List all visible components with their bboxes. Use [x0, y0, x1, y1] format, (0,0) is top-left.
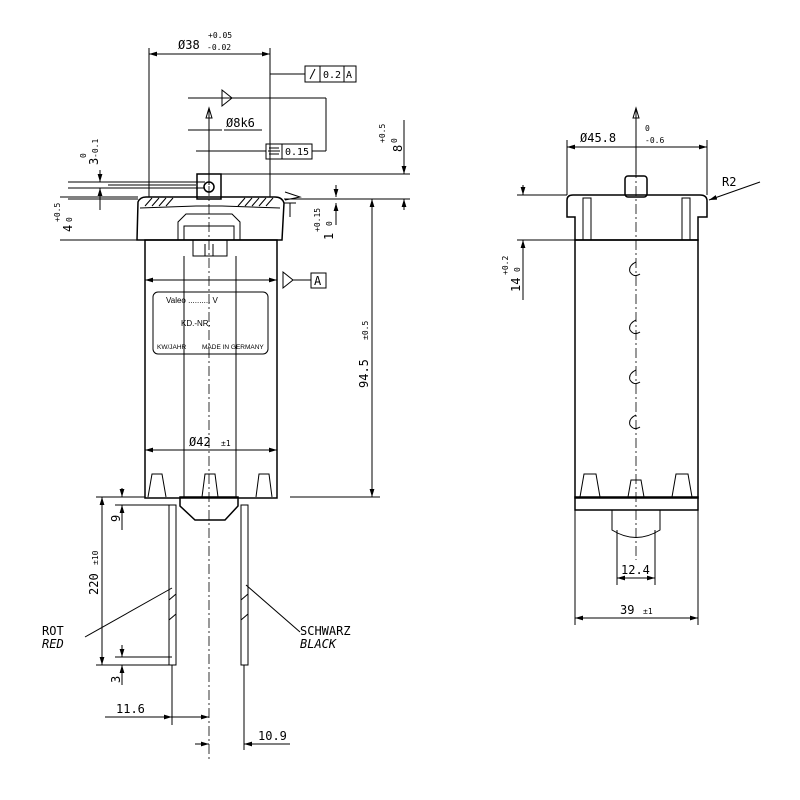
dim-shaft-fit: Ø8k6 [226, 116, 255, 130]
dim-4-main: 4 [61, 225, 75, 232]
wire-black-label-de: SCHWARZ [300, 624, 351, 638]
dim-4-lower: 0 [65, 217, 74, 222]
motor-cap [136, 196, 285, 241]
front-cap [566, 194, 708, 241]
dim-8-main: 8 [391, 145, 405, 152]
dim-dia38-lower: -0.02 [207, 43, 231, 52]
wire-red [168, 504, 177, 666]
dim-3-main: 3 [87, 158, 101, 165]
nameplate-line1: Valeo .......... V [166, 296, 219, 305]
dim-3b: 3 [109, 676, 123, 683]
runout-datum: A [346, 70, 352, 81]
dim-1-lower: 0 [325, 221, 334, 226]
dim-12-4: 12.4 [621, 563, 650, 577]
dim-11-6: 11.6 [116, 702, 145, 716]
runout-icon [309, 68, 316, 80]
motor-side-view: Valeo .......... V KD.-NR. KW/JAHR MADE … [42, 31, 410, 760]
wire-red-label-de: ROT [42, 624, 64, 638]
front-connector [611, 510, 661, 538]
nameplate-line2: KD.-NR. [181, 319, 211, 328]
dim-4-upper: +0.5 [53, 203, 62, 222]
dim-9: 9 [109, 515, 123, 522]
connector [179, 496, 239, 521]
dim-width-tol: ±1 [643, 607, 653, 616]
dim-radius: R2 [722, 175, 736, 189]
dim-14-upper: +0.2 [501, 256, 510, 275]
dim-dia45-upper: 0 [645, 124, 650, 133]
symmetry-icon [268, 147, 280, 155]
front-body [574, 239, 699, 499]
dim-14-main: 14 [509, 278, 523, 292]
dim-8-upper: +0.5 [378, 124, 387, 143]
dim-length: 94.5 [357, 359, 371, 388]
runout-value: 0.2 [323, 70, 341, 81]
motor-body [144, 239, 278, 499]
wire-red-label-en: RED [42, 637, 64, 651]
dim-wire-length: 220 [87, 573, 101, 595]
motor-front-view: Ø45.8 0 -0.6 R2 14 +0.2 0 12.4 39 ±1 [501, 106, 761, 625]
dim-dia42: Ø42 [189, 435, 211, 449]
dim-14-lower: 0 [513, 267, 522, 272]
datum-a-label: A [314, 274, 322, 288]
dim-dia45: Ø45.8 [580, 131, 616, 145]
dim-dia38: Ø38 [178, 38, 200, 52]
dim-dia42-tol: ±1 [221, 439, 231, 448]
wire-black-label-en: BLACK [300, 637, 337, 651]
nameplate [152, 291, 269, 355]
dim-10-9: 10.9 [258, 729, 287, 743]
dim-dia38-upper: +0.05 [208, 31, 232, 40]
dim-3-upper: 0 [79, 153, 88, 158]
nameplate-line3b: MADE IN GERMANY [202, 344, 264, 351]
wire-black [240, 504, 249, 666]
nameplate-line3a: KW/JAHR [157, 344, 187, 351]
terminal-spring [629, 261, 641, 430]
dim-dia45-lower: -0.6 [645, 136, 664, 145]
dim-1-main: 1 [322, 233, 336, 240]
dim-length-tol: ±0.5 [361, 321, 370, 340]
dim-1-upper: +0.15 [313, 208, 322, 232]
dim-wire-length-tol: ±10 [91, 550, 100, 565]
dim-width: 39 [620, 603, 634, 617]
dim-3-lower: -0.1 [91, 139, 100, 158]
dim-8-lower: 0 [390, 138, 399, 143]
symmetry-value: 0.15 [285, 147, 309, 158]
